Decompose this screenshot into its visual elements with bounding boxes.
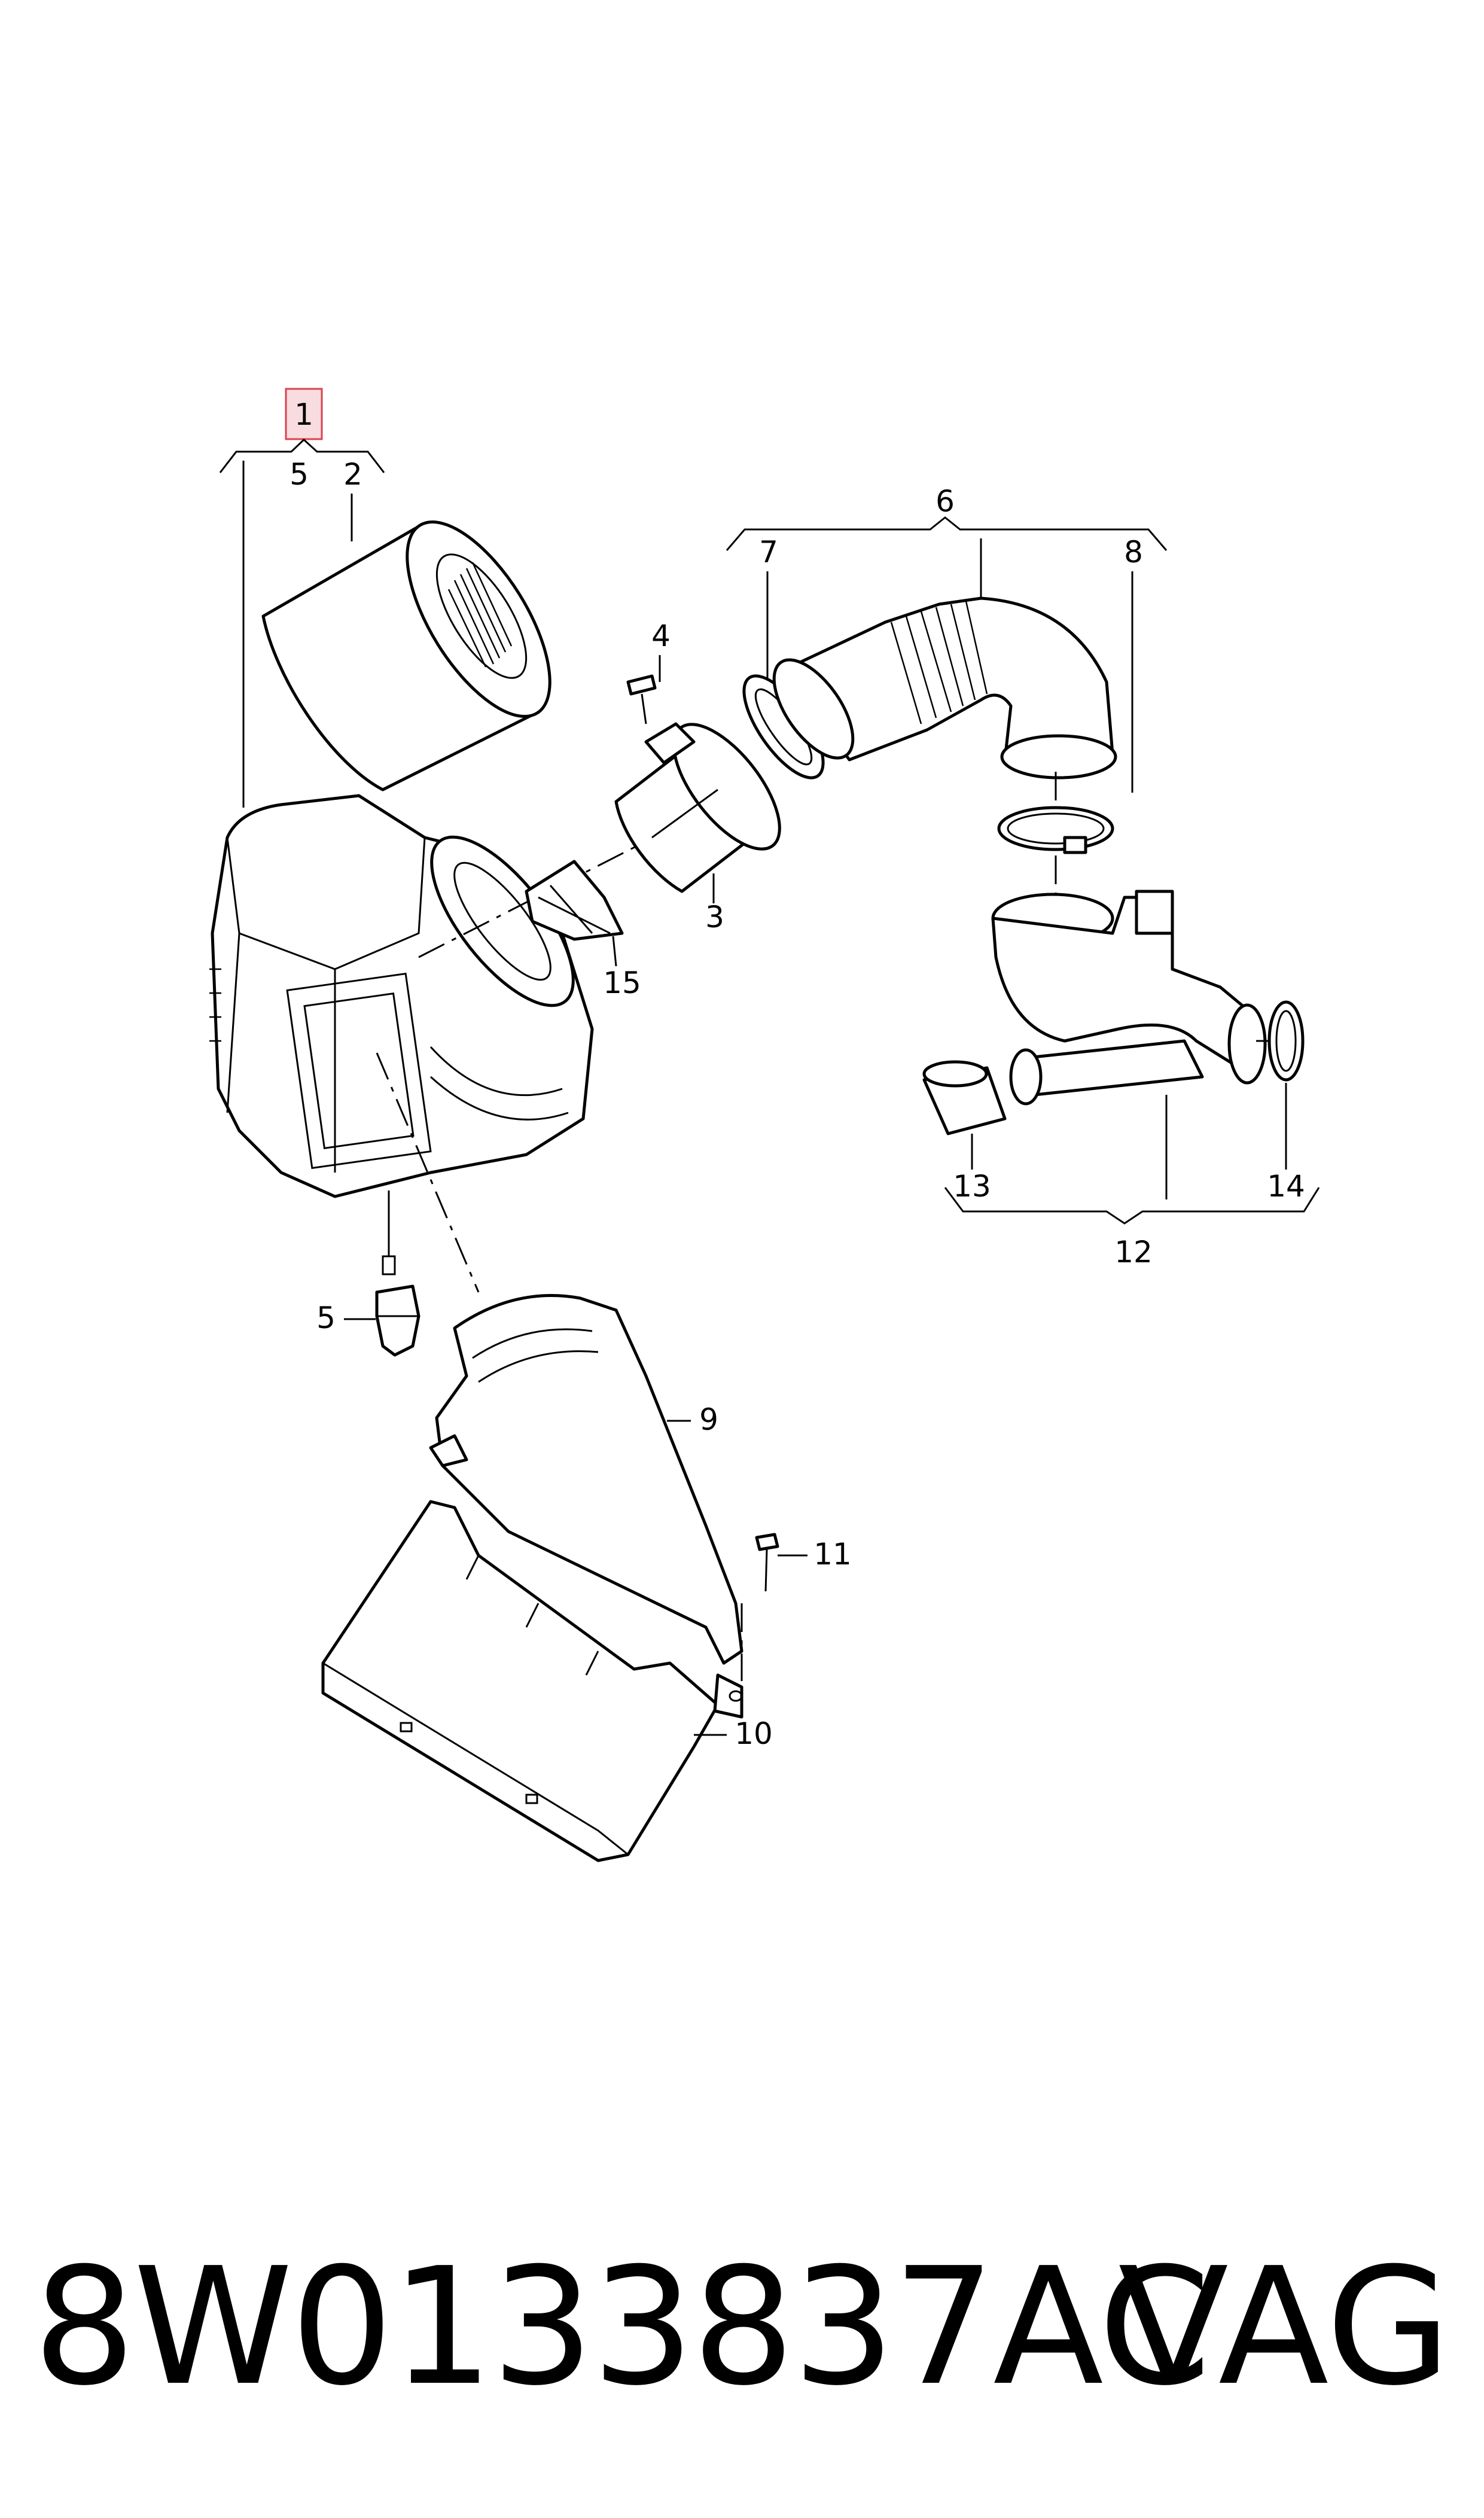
callout-5-top: 5 [290, 457, 309, 492]
connecting-sleeve [922, 1060, 1007, 1135]
callout-12: 12 [1114, 1235, 1153, 1269]
bracket-12 [944, 1187, 1320, 1225]
callout-7: 7 [759, 535, 778, 570]
callout-5: 5 [316, 1301, 336, 1335]
callout-4: 4 [651, 619, 671, 653]
air-guide [321, 1500, 743, 1862]
callout-15: 15 [603, 966, 641, 1000]
intake-pipe [991, 890, 1267, 1106]
callout-6: 6 [936, 484, 955, 519]
footer: 8W0133837AC VAG [0, 2237, 1484, 2417]
callout-10: 10 [735, 1716, 773, 1751]
air-duct [429, 1294, 743, 1665]
axis-housing-duct [376, 1052, 480, 1293]
hose-clamp [997, 806, 1114, 854]
part-number: 8W0133837AC [33, 2233, 1211, 2421]
air-filter-housing [209, 794, 594, 1275]
brand-label: VAG [1118, 2233, 1451, 2421]
screw-4 [626, 674, 657, 724]
callout-3: 3 [705, 900, 724, 934]
bracket-6 [726, 516, 1168, 551]
leader-15 [612, 936, 617, 967]
screw-11 [755, 1533, 779, 1592]
callout-13: 13 [953, 1169, 991, 1204]
callout-2: 2 [343, 457, 362, 492]
air-mass-meter [614, 722, 781, 893]
callout-11: 11 [813, 1537, 852, 1572]
callout-1-group[interactable]: 1 [285, 388, 323, 440]
intake-hose [772, 596, 1117, 780]
rubber-mount [375, 1284, 420, 1357]
bracket-1 [219, 438, 385, 473]
intake-grid [525, 860, 624, 941]
callout-9: 9 [699, 1402, 718, 1437]
callout-14: 14 [1267, 1169, 1305, 1204]
o-ring-14 [1267, 1000, 1305, 1082]
callout-1: 1 [294, 397, 313, 432]
callout-8: 8 [1124, 535, 1143, 570]
air-filter-element [261, 520, 551, 791]
